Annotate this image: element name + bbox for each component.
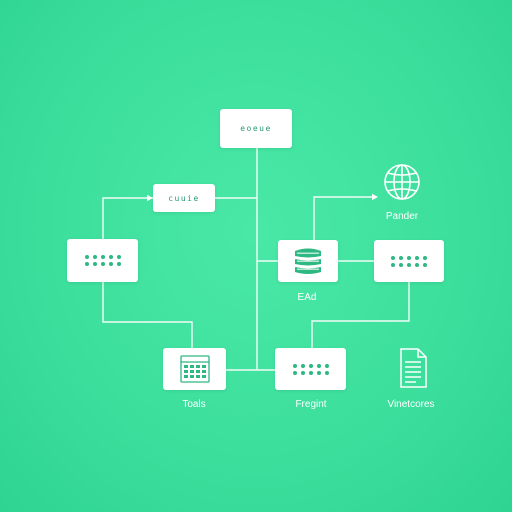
database-node[interactable] xyxy=(278,240,338,282)
fragment-node[interactable] xyxy=(275,348,346,390)
arrowhead-globe xyxy=(372,193,378,201)
dot-grid-icon xyxy=(292,363,329,375)
top-node[interactable]: eoeue xyxy=(220,109,292,148)
tools-caption: Toals xyxy=(182,399,206,410)
upper-left-node[interactable]: cuuie xyxy=(153,184,215,212)
dot-grid-icon xyxy=(391,255,427,267)
connector-database-globe xyxy=(313,196,372,240)
dot-grid-icon xyxy=(84,255,121,266)
connector-right-fragment xyxy=(311,282,410,348)
connector-left-tools xyxy=(102,282,193,348)
database-caption: EAd xyxy=(297,292,317,303)
calculator-grid-icon xyxy=(179,355,210,383)
tools-node[interactable] xyxy=(163,348,226,390)
document-caption: Vinetcores xyxy=(387,399,435,410)
document-icon[interactable] xyxy=(398,347,428,389)
upper-left-node-label: cuuie xyxy=(168,193,200,203)
globe-caption: Pander xyxy=(385,211,419,222)
database-icon xyxy=(295,248,321,274)
top-node-label: eoeue xyxy=(240,124,272,133)
connector-upperleft-left xyxy=(102,197,153,239)
right-node[interactable] xyxy=(374,240,444,282)
left-node[interactable] xyxy=(67,239,138,282)
arrowhead-upperleft xyxy=(147,194,153,202)
fragment-caption: Fregint xyxy=(295,399,327,410)
globe-icon[interactable] xyxy=(382,162,422,202)
